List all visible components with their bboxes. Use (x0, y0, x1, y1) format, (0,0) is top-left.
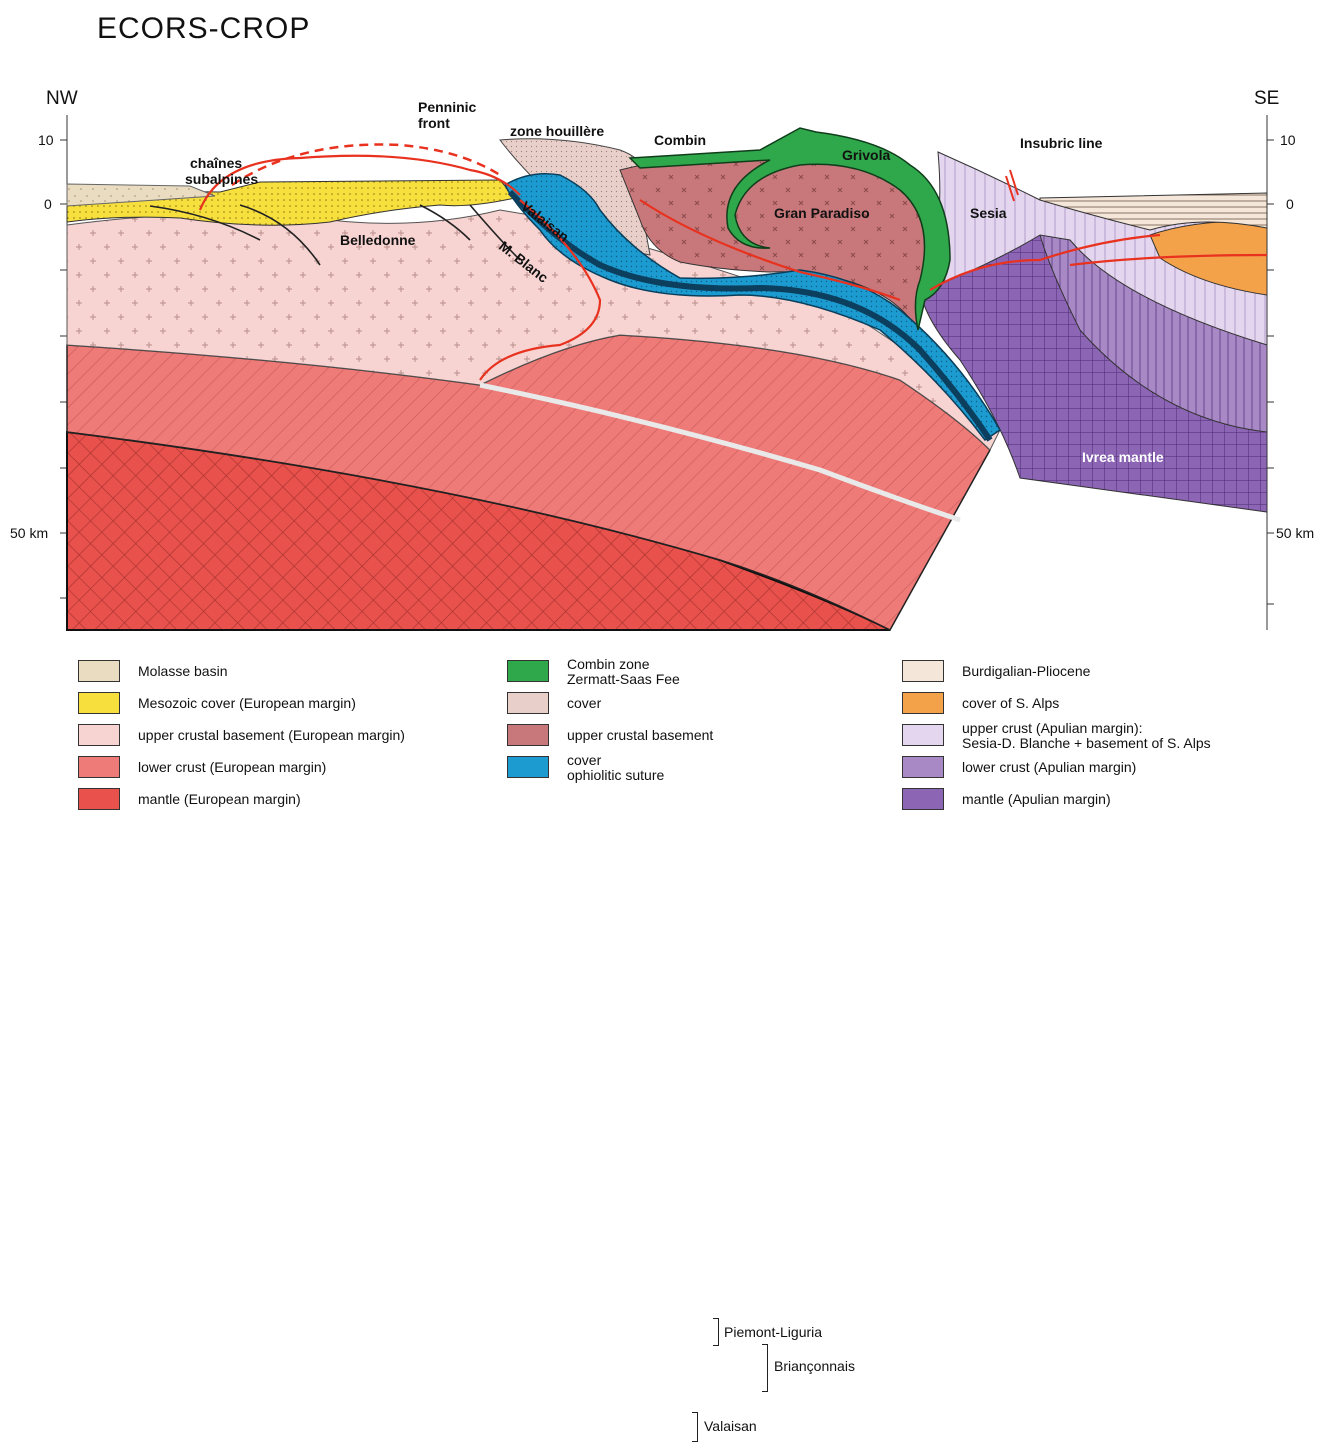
legend-swatch (902, 692, 944, 714)
legend-label: cover (567, 695, 601, 711)
legend-label: Burdigalian-Pliocene (962, 663, 1090, 679)
legend-label-2: Zermatt-Saas Fee (567, 671, 680, 687)
label-chaines: chaînes (190, 155, 242, 171)
legend-swatch (507, 724, 549, 746)
legend-label: lower crust (Apulian margin) (962, 759, 1136, 775)
legend-label: Mesozoic cover (European margin) (138, 695, 356, 711)
label-zone-houillere: zone houillère (510, 123, 604, 139)
legend-label: cover of S. Alps (962, 695, 1059, 711)
legend-label: upper crustal basement (European margin) (138, 727, 405, 743)
legend-swatch (902, 660, 944, 682)
legend-label: upper crust (Apulian margin): (962, 720, 1143, 736)
se-label: SE (1254, 88, 1279, 109)
nw-label: NW (46, 88, 78, 109)
legend-swatch (507, 660, 549, 682)
legend-swatch (507, 692, 549, 714)
penninic-front-dashed (232, 145, 500, 186)
left-tick-0: 0 (44, 196, 52, 212)
legend-label: cover (567, 752, 601, 768)
legend-label: mantle (European margin) (138, 791, 301, 807)
right-axis (1267, 115, 1274, 630)
label-gran-paradiso: Gran Paradiso (774, 205, 870, 221)
label-front: front (418, 115, 450, 131)
legend-label: Molasse basin (138, 663, 228, 679)
left-tick-10: 10 (38, 132, 54, 148)
legend-label: Combin zone (567, 656, 650, 672)
group-label-valaisan: Valaisan (704, 1418, 757, 1434)
legend-label: lower crust (European margin) (138, 759, 326, 775)
legend-swatch (78, 724, 120, 746)
label-sesia: Sesia (970, 205, 1007, 221)
label-insubric: Insubric line (1020, 135, 1103, 151)
legend-swatch (902, 788, 944, 810)
legend-swatch (902, 724, 944, 746)
cross-section: NW SE 10 0 50 km 10 0 50 km chaînes suba… (0, 0, 1336, 650)
bracket-valaisan (692, 1412, 698, 1442)
group-label-piemont: Piemont-Liguria (724, 1324, 822, 1340)
legend-swatch (78, 788, 120, 810)
label-penninic: Penninic (418, 99, 477, 115)
legend-swatch (78, 692, 120, 714)
legend-label-2: ophiolitic suture (567, 767, 664, 783)
label-grivola: Grivola (842, 147, 890, 163)
label-ivrea: Ivrea mantle (1082, 449, 1164, 465)
left-tick-50: 50 km (10, 525, 48, 541)
legend-label: mantle (Apulian margin) (962, 791, 1111, 807)
legend-swatch (78, 660, 120, 682)
bracket-piemont (713, 1318, 719, 1346)
left-axis (60, 115, 67, 620)
group-label-brianconnais: Briançonnais (774, 1358, 855, 1374)
legend-label-2: Sesia-D. Blanche + basement of S. Alps (962, 735, 1211, 751)
right-tick-10: 10 (1280, 132, 1296, 148)
legend-label: upper crustal basement (567, 727, 713, 743)
label-subalpines: subalpines (185, 171, 258, 187)
right-tick-0: 0 (1286, 196, 1294, 212)
bracket-brianconnais (762, 1344, 768, 1392)
right-tick-50: 50 km (1276, 525, 1314, 541)
legend-swatch (78, 756, 120, 778)
legend-swatch (507, 756, 549, 778)
legend: Molasse basin Mesozoic cover (European m… (0, 660, 1336, 840)
label-belledonne: Belledonne (340, 232, 416, 248)
label-combin: Combin (654, 132, 706, 148)
legend-swatch (902, 756, 944, 778)
